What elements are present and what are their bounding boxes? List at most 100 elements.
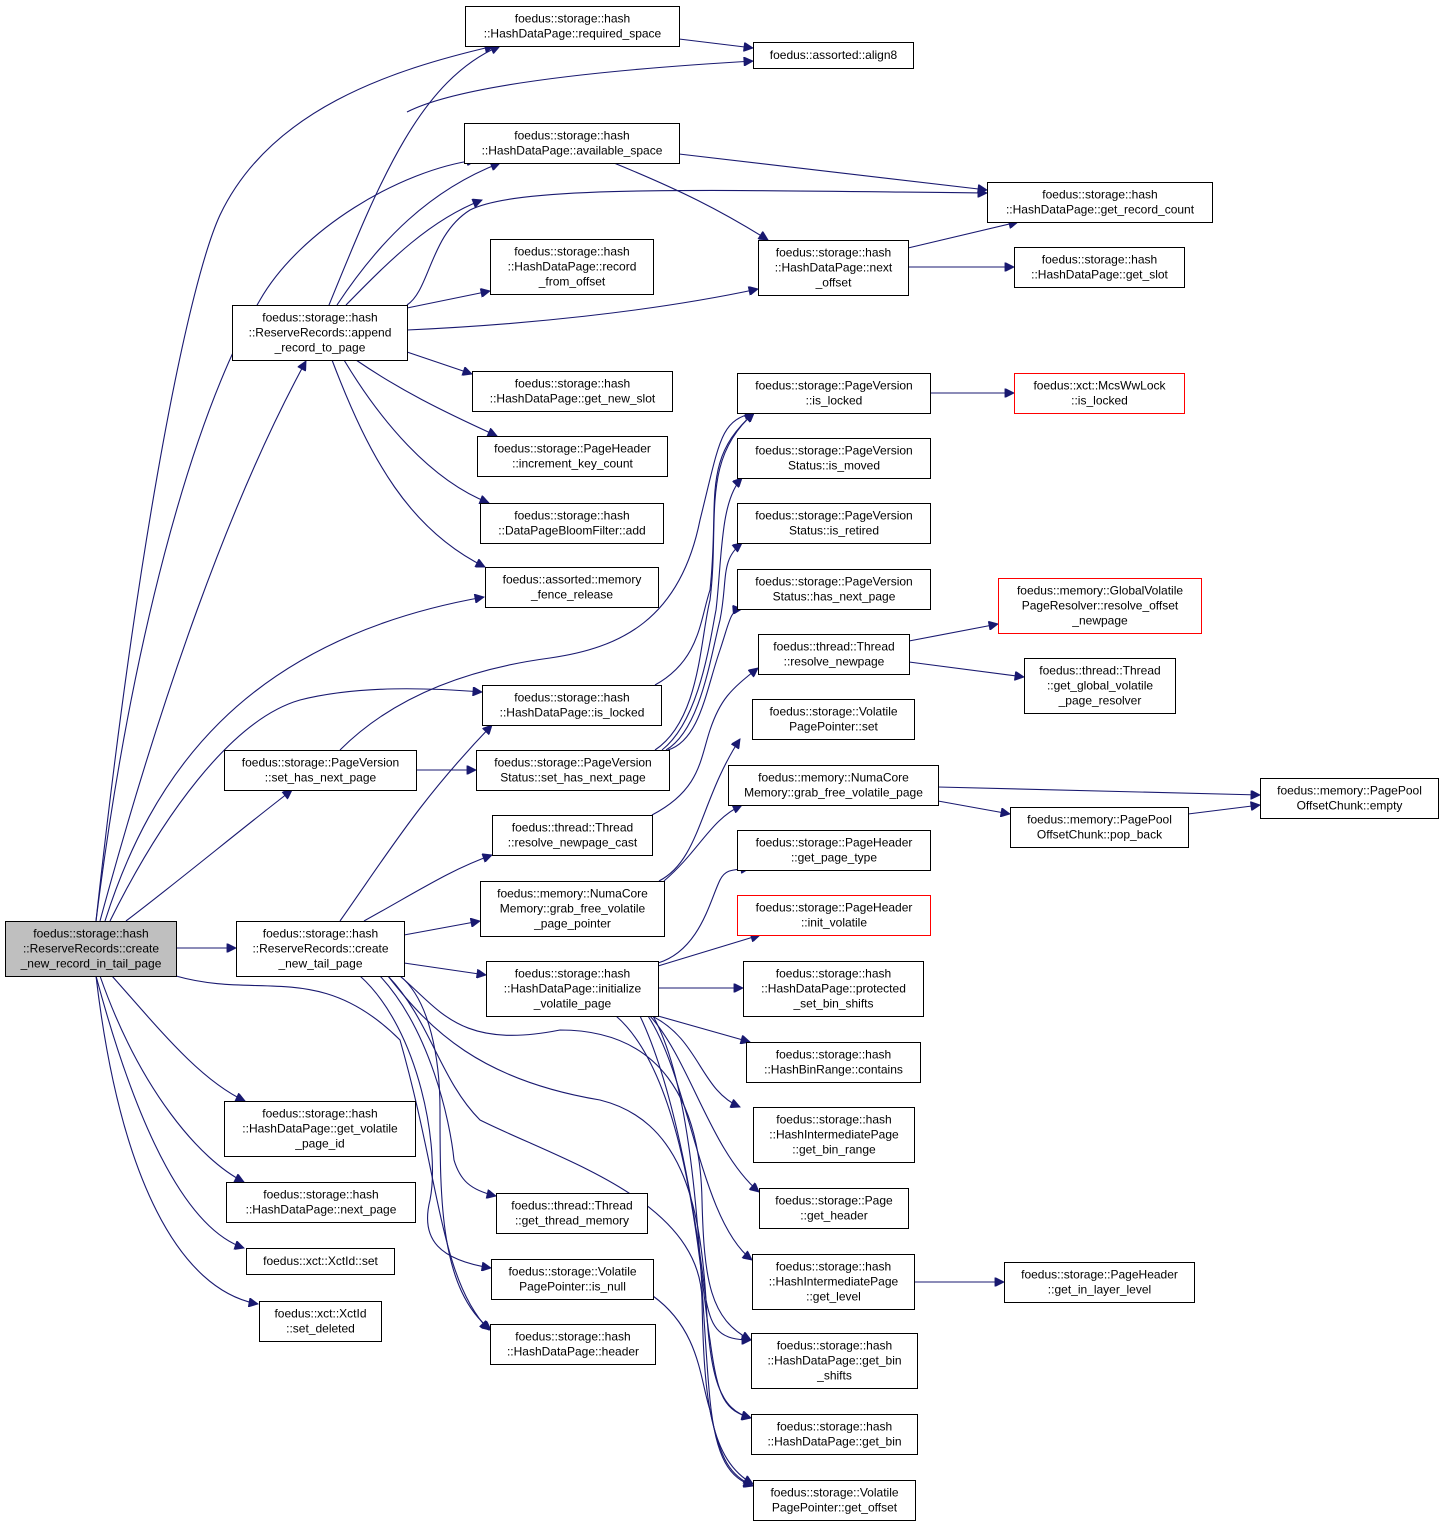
node-record-from-offset[interactable]: foedus::storage::hash::HashDataPage::rec… bbox=[490, 239, 654, 295]
node-increment-key-count[interactable]: foedus::storage::PageHeader::increment_k… bbox=[477, 436, 668, 477]
node-box bbox=[1014, 373, 1185, 414]
node-label-line: foedus::storage::hash bbox=[263, 1188, 378, 1202]
node-get-bin-shifts[interactable]: foedus::storage::hash::HashDataPage::get… bbox=[751, 1333, 918, 1389]
node-label-line: Status::set_has_next_page bbox=[500, 771, 646, 785]
node-get-thread-memory[interactable]: foedus::thread::Thread::get_thread_memor… bbox=[496, 1193, 648, 1234]
node-bin-range-contains[interactable]: foedus::storage::hash::HashBinRange::con… bbox=[746, 1042, 921, 1083]
node-label-line: Status::has_next_page bbox=[773, 590, 896, 604]
call-edge bbox=[399, 975, 751, 1340]
call-edge bbox=[399, 975, 491, 1330]
node-hdp-header[interactable]: foedus::storage::hash::HashDataPage::hea… bbox=[490, 1324, 656, 1365]
node-set-deleted[interactable]: foedus::xct::XctId::set_deleted bbox=[259, 1301, 382, 1342]
call-edge bbox=[652, 1015, 753, 1486]
node-box bbox=[259, 1301, 382, 1342]
node-label-line: ::get_header bbox=[800, 1209, 867, 1223]
node-pv-set-has-next-page[interactable]: foedus::storage::PageVersion::set_has_ne… bbox=[224, 750, 417, 791]
call-edge bbox=[343, 359, 489, 503]
call-edge bbox=[99, 975, 244, 1183]
node-label-line: foedus::storage::PageHeader bbox=[756, 836, 913, 850]
node-box bbox=[737, 895, 931, 936]
call-edge bbox=[95, 975, 244, 1248]
node-pvs-set-has-next-page[interactable]: foedus::storage::PageVersionStatus::set_… bbox=[476, 750, 670, 791]
node-hip-get-level[interactable]: foedus::storage::hash::HashIntermediateP… bbox=[752, 1254, 915, 1310]
node-box bbox=[496, 1193, 648, 1234]
call-edge bbox=[654, 413, 754, 751]
call-edge bbox=[331, 359, 485, 567]
node-box bbox=[480, 503, 664, 544]
node-label-line: foedus::storage::PageVersion bbox=[755, 379, 912, 393]
node-label-line: foedus::storage::PageHeader bbox=[756, 901, 913, 915]
node-hdp-is-locked[interactable]: foedus::storage::hash::HashDataPage::is_… bbox=[482, 685, 662, 726]
node-label-line: ::HashDataPage::header bbox=[507, 1345, 639, 1359]
node-get-slot[interactable]: foedus::storage::hash::HashDataPage::get… bbox=[1014, 247, 1185, 288]
call-edge bbox=[937, 800, 1010, 814]
node-label-line: foedus::xct::XctId::set bbox=[263, 1254, 378, 1268]
node-resolve-offset-newpage[interactable]: foedus::memory::GlobalVolatilePageResolv… bbox=[998, 578, 1202, 634]
node-label-line: ::set_deleted bbox=[286, 1322, 355, 1336]
node-hdp-next-page[interactable]: foedus::storage::hash::HashDataPage::nex… bbox=[226, 1182, 416, 1223]
call-edge bbox=[658, 739, 740, 882]
node-box bbox=[482, 685, 662, 726]
node-mcs-is-locked[interactable]: foedus::xct::McsWwLock::is_locked bbox=[1014, 373, 1185, 414]
node-label-line: ::ReserveRecords::create bbox=[23, 942, 159, 956]
node-get-record-count[interactable]: foedus::storage::hash::HashDataPage::get… bbox=[987, 182, 1213, 223]
node-box bbox=[752, 1254, 915, 1310]
node-label-line: foedus::storage::hash bbox=[514, 245, 629, 259]
node-available-space[interactable]: foedus::storage::hash::HashDataPage::ava… bbox=[464, 123, 680, 164]
node-label-line: foedus::storage::hash bbox=[262, 1107, 377, 1121]
call-edge bbox=[95, 160, 476, 922]
node-pvs-has-next-page[interactable]: foedus::storage::PageVersionStatus::has_… bbox=[737, 569, 931, 610]
node-thread-resolve-newpage[interactable]: foedus::thread::Thread::resolve_newpage bbox=[758, 634, 910, 675]
node-pv-is-locked[interactable]: foedus::storage::PageVersion::is_locked bbox=[737, 373, 931, 414]
node-xctid-set[interactable]: foedus::xct::XctId::set bbox=[246, 1248, 395, 1275]
node-align8[interactable]: foedus::assorted::align8 bbox=[753, 42, 914, 69]
node-box bbox=[746, 1042, 921, 1083]
node-get-global-volatile-page-resolver[interactable]: foedus::thread::Thread::get_global_volat… bbox=[1024, 658, 1176, 714]
node-root[interactable]: foedus::storage::hash::ReserveRecords::c… bbox=[5, 921, 177, 977]
node-chunk-empty[interactable]: foedus::memory::PagePoolOffsetChunk::emp… bbox=[1260, 778, 1439, 819]
node-box bbox=[5, 921, 177, 977]
node-get-bin[interactable]: foedus::storage::hash::HashDataPage::get… bbox=[751, 1414, 918, 1455]
node-label-line: ::HashBinRange::contains bbox=[764, 1063, 903, 1077]
node-box bbox=[492, 815, 653, 856]
node-get-volatile-page-id[interactable]: foedus::storage::hash::HashDataPage::get… bbox=[224, 1101, 416, 1157]
node-label-line: foedus::storage::hash bbox=[33, 927, 148, 941]
node-is-retired[interactable]: foedus::storage::PageVersionStatus::is_r… bbox=[737, 503, 931, 544]
node-label-line: foedus::storage::hash bbox=[777, 1420, 892, 1434]
node-grab-free-volatile-page[interactable]: foedus::memory::NumaCoreMemory::grab_fre… bbox=[728, 765, 939, 806]
node-get-in-layer-level[interactable]: foedus::storage::PageHeader::get_in_laye… bbox=[1004, 1262, 1195, 1303]
node-is-moved[interactable]: foedus::storage::PageVersionStatus::is_m… bbox=[737, 438, 931, 479]
call-edge bbox=[657, 1015, 750, 1042]
node-get-page-type[interactable]: foedus::storage::PageHeader::get_page_ty… bbox=[737, 830, 931, 871]
node-required-space[interactable]: foedus::storage::hash::HashDataPage::req… bbox=[465, 6, 680, 47]
node-vpp-set[interactable]: foedus::storage::VolatilePagePointer::se… bbox=[752, 699, 915, 740]
node-get-offset[interactable]: foedus::storage::VolatilePagePointer::ge… bbox=[753, 1480, 916, 1521]
node-grab-free-volatile-page-pointer[interactable]: foedus::memory::NumaCoreMemory::grab_fre… bbox=[480, 881, 665, 937]
node-label-line: ::HashDataPage::required_space bbox=[484, 27, 662, 41]
node-append-record[interactable]: foedus::storage::hash::ReserveRecords::a… bbox=[232, 305, 408, 361]
node-pop-back[interactable]: foedus::memory::PagePoolOffsetChunk::pop… bbox=[1010, 807, 1189, 848]
node-protected-set-bin-shifts[interactable]: foedus::storage::hash::HashDataPage::pro… bbox=[743, 961, 924, 1017]
node-memory-fence-release[interactable]: foedus::assorted::memory_fence_release bbox=[485, 567, 659, 608]
node-page-get-header[interactable]: foedus::storage::Page::get_header bbox=[759, 1188, 909, 1229]
node-init-volatile[interactable]: foedus::storage::PageHeader::init_volati… bbox=[737, 895, 931, 936]
node-get-new-slot[interactable]: foedus::storage::hash::HashDataPage::get… bbox=[472, 371, 673, 412]
call-edge bbox=[111, 975, 245, 1101]
call-edge bbox=[406, 291, 490, 309]
node-vpp-is-null[interactable]: foedus::storage::VolatilePagePointer::is… bbox=[491, 1259, 654, 1300]
node-initialize-volatile-page[interactable]: foedus::storage::hash::HashDataPage::ini… bbox=[486, 961, 659, 1017]
node-next-offset[interactable]: foedus::storage::hash::HashDataPage::nex… bbox=[758, 240, 909, 296]
node-bloom-add[interactable]: foedus::storage::hash::DataPageBloomFilt… bbox=[480, 503, 664, 544]
call-edge bbox=[345, 200, 482, 306]
node-get-bin-range[interactable]: foedus::storage::hash::HashIntermediateP… bbox=[753, 1107, 915, 1163]
node-label-line: foedus::memory::PagePool bbox=[1027, 813, 1172, 827]
node-create-new-tail-page[interactable]: foedus::storage::hash::ReserveRecords::c… bbox=[236, 921, 405, 977]
node-label-line: ::HashIntermediatePage bbox=[769, 1275, 899, 1289]
node-label-line: foedus::memory::NumaCore bbox=[497, 887, 648, 901]
call-edge bbox=[403, 921, 480, 936]
node-box bbox=[752, 699, 915, 740]
node-label-line: foedus::storage::hash bbox=[776, 246, 891, 260]
node-box bbox=[472, 371, 673, 412]
node-resolve-newpage-cast[interactable]: foedus::thread::Thread::resolve_newpage_… bbox=[492, 815, 653, 856]
call-edge bbox=[647, 1015, 752, 1260]
